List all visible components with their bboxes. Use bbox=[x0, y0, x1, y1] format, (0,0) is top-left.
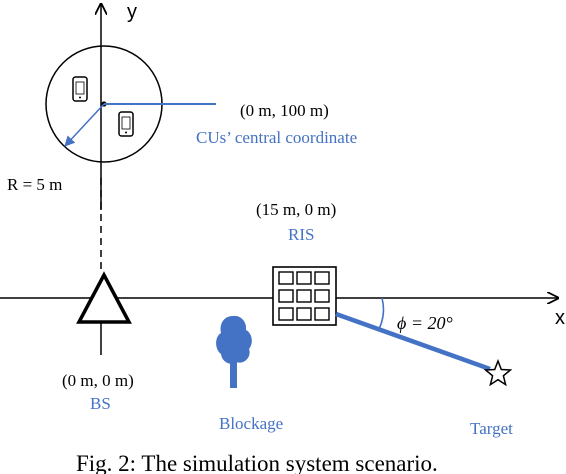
bs-label: BS bbox=[90, 394, 111, 413]
radius-label: R = 5 m bbox=[7, 175, 62, 194]
cu-central-label: CUs’ central coordinate bbox=[196, 128, 357, 147]
bs-triangle-icon bbox=[76, 271, 132, 324]
ris-coordinate: (15 m, 0 m) bbox=[256, 200, 336, 219]
bs-coordinate: (0 m, 0 m) bbox=[62, 371, 134, 390]
ris-label: RIS bbox=[288, 225, 314, 244]
blockage-label: Blockage bbox=[219, 414, 283, 433]
ris-panel-icon bbox=[272, 266, 337, 326]
target-star-icon bbox=[483, 358, 513, 387]
phone-icon bbox=[72, 76, 88, 102]
angle-arc bbox=[378, 297, 385, 330]
target-label: Target bbox=[470, 419, 513, 438]
angle-label: ϕ = 20° bbox=[397, 313, 453, 333]
figure-caption: Fig. 2: The simulation system scenario. bbox=[76, 451, 438, 474]
y-axis-label: y bbox=[127, 1, 137, 23]
cu-coordinate: (0 m, 100 m) bbox=[240, 101, 329, 120]
blockage-tree-icon bbox=[216, 315, 252, 388]
x-axis-label: x bbox=[555, 307, 565, 329]
ris-target-beam bbox=[335, 311, 491, 372]
phone-icon bbox=[118, 111, 134, 137]
radius-arrow bbox=[64, 103, 105, 147]
